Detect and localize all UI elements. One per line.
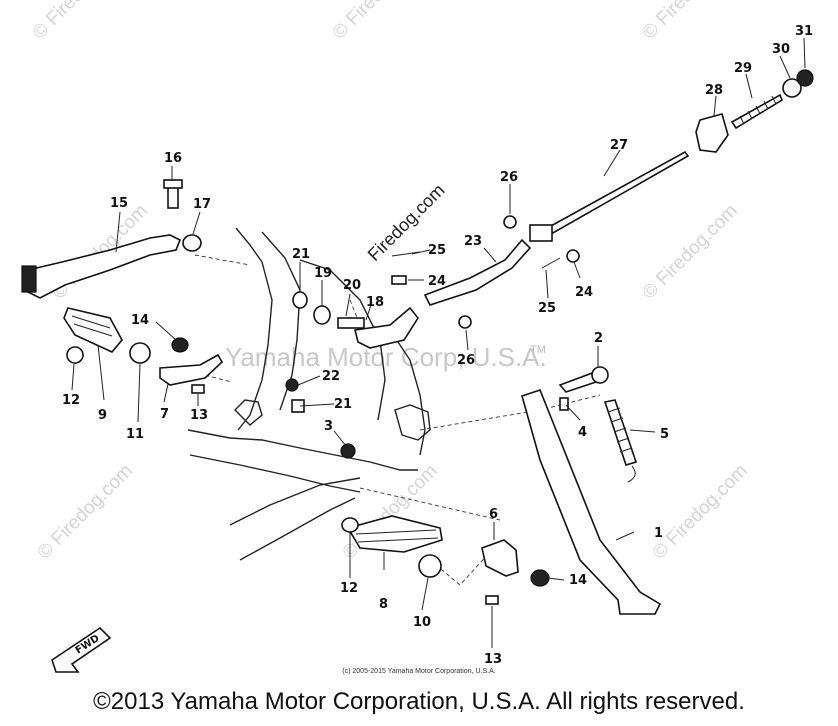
nut [796,69,814,87]
callout-number: 24 [575,285,593,300]
callout-number: 16 [164,151,182,166]
bracket [159,353,224,386]
callout-number: 2 [594,331,603,346]
callout-number: 24 [428,274,446,289]
callout-number: 15 [110,196,128,211]
callout-numbers: 1 2 3 4 5 6 7 8 9 10 11 12 12 13 13 14 1… [62,24,813,667]
callout-number: 29 [734,61,752,76]
callout-number: 26 [457,353,475,368]
shaft [337,317,365,329]
nut [458,315,472,329]
bolt-head [591,366,609,384]
callout-number: 25 [538,301,556,316]
callout-number: 18 [366,295,384,310]
spring [313,305,331,325]
bracket [481,539,519,577]
callout-number: 31 [795,24,813,39]
callout-number: 5 [660,427,669,442]
pin [191,384,205,394]
callout-number: 4 [578,425,587,440]
callout-number: 12 [62,393,80,408]
watermark-layer: © Firedog.com © Firedog.com © Firedog.co… [29,0,752,564]
pin [559,397,569,411]
callout-number: 10 [413,615,431,630]
callout-number: 20 [343,278,361,293]
cotter-pin [541,257,561,269]
brake-link [423,238,532,306]
callout-number: 23 [464,234,482,249]
watermark: © Firedog.com [639,0,742,44]
callout-number: 28 [705,83,723,98]
callout-number: 22 [322,369,340,384]
bolt [340,443,356,459]
bolt-head [163,179,183,189]
spring [730,93,783,130]
clevis [695,113,729,153]
footrest [346,515,443,553]
washer [66,346,84,364]
collar [129,342,151,364]
callout-number: 8 [379,597,388,612]
nut [182,234,202,252]
leader-lines [71,37,806,648]
callout-number: 19 [314,266,332,281]
watermark: © Firedog.com [639,200,742,303]
copyright-notice: ©2013 Yamaha Motor Corporation, U.S.A. A… [93,688,745,715]
spring [603,399,638,466]
pedal-lever [27,234,182,299]
callout-number: 14 [569,573,587,588]
callout-number: 9 [98,408,107,423]
callout-number: 26 [500,170,518,185]
watermark: © Firedog.com [649,460,752,563]
callout-number: 17 [193,197,211,212]
callout-number: 30 [772,42,790,57]
callout-number: 21 [292,247,310,262]
brake-arm [354,306,419,349]
small-copyright: (c) 2005-2015 Yamaha Motor Corporation, … [342,668,496,675]
callout-number: 27 [610,138,628,153]
callout-number: 12 [340,581,358,596]
callout-number: 13 [484,652,502,667]
bolt [530,569,550,587]
callout-number: 7 [160,407,169,422]
rod-end [529,224,553,242]
cotter-pin [391,251,421,257]
parts [21,69,814,615]
callout-number: 11 [126,427,144,442]
washer [292,291,308,309]
callout-number: 21 [334,397,352,412]
callout-number: 1 [654,526,663,541]
watermark-center: Yamaha Motor Corp, U.S.A. [225,342,547,372]
watermark: © Firedog.com [34,460,137,563]
collar [418,554,442,578]
brake-rod [538,150,690,240]
pin [485,595,499,605]
pedal-tip [21,265,37,293]
nut [503,215,517,229]
bolt [171,337,189,353]
watermark: © Firedog.com [29,0,132,44]
nut [285,378,299,392]
callout-number: 13 [190,408,208,423]
collar [782,78,802,98]
washer [341,517,359,533]
callout-number: 3 [324,419,333,434]
clevis-pin [391,275,407,285]
clevis-pin [566,249,580,263]
callout-number: 25 [428,243,446,258]
fwd-arrow: FWD [51,626,112,673]
watermark-tm: TM [530,344,546,356]
callout-number: 6 [489,507,498,522]
sidestand [521,389,662,615]
watermark: © Firedog.com [329,0,432,44]
callout-number: 14 [131,313,149,328]
